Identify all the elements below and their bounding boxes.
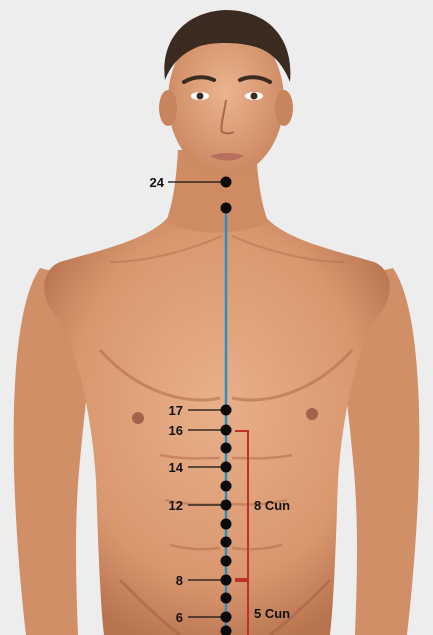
acupoint-6[interactable]	[221, 612, 232, 623]
left-ear	[159, 90, 177, 126]
acupoint-13[interactable]	[221, 481, 232, 492]
acupoint-14[interactable]	[221, 462, 232, 473]
label-12: 12	[169, 498, 183, 513]
acupoint-15[interactable]	[221, 443, 232, 454]
acupoint-23[interactable]	[221, 203, 232, 214]
acupoint-12[interactable]	[221, 500, 232, 511]
left-pupil	[197, 93, 204, 100]
right-pupil	[251, 93, 258, 100]
acupoint-8[interactable]	[221, 575, 232, 586]
measurement-upper-label: 8 Cun	[254, 498, 290, 513]
label-24: 24	[150, 175, 165, 190]
label-16: 16	[169, 423, 183, 438]
right-nipple	[306, 408, 318, 420]
left-nipple	[132, 412, 144, 424]
acupoint-24[interactable]	[221, 177, 232, 188]
label-14: 14	[169, 460, 184, 475]
measurement-lower-label: 5 Cun	[254, 606, 290, 621]
acupoint-10[interactable]	[221, 537, 232, 548]
acupoint-11[interactable]	[221, 519, 232, 530]
acupoint-16[interactable]	[221, 425, 232, 436]
label-8: 8	[176, 573, 183, 588]
acupoint-17[interactable]	[221, 405, 232, 416]
right-ear	[275, 90, 293, 126]
acupoint-7[interactable]	[221, 593, 232, 604]
label-17: 17	[169, 403, 183, 418]
acupoint-9[interactable]	[221, 556, 232, 567]
label-6: 6	[176, 610, 183, 625]
